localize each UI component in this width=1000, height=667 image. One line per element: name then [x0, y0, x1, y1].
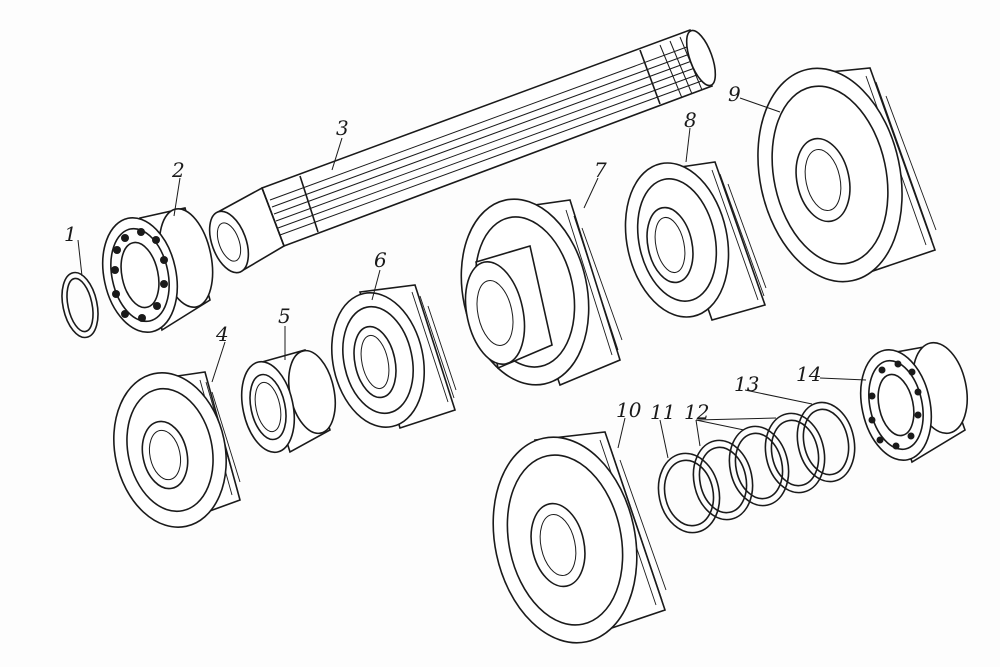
part-13-ring [796, 401, 856, 483]
label-part-1: 1 [64, 222, 77, 246]
part-3-shaft [208, 28, 717, 274]
part-12-rings [692, 412, 826, 521]
part-5-bushing [240, 349, 337, 454]
label-part-12: 12 [684, 400, 710, 424]
label-part-5: 5 [278, 304, 291, 328]
label-part-9: 9 [728, 82, 741, 106]
label-part-7: 7 [594, 158, 607, 182]
label-part-13: 13 [734, 372, 760, 396]
label-part-2: 2 [172, 158, 185, 182]
part-7-gear [460, 198, 623, 387]
label-part-3: 3 [336, 116, 349, 140]
part-14-bearing [859, 341, 968, 464]
leader-lines [77, 97, 867, 459]
part-4-gear [113, 371, 241, 528]
part-8-gear [624, 161, 767, 321]
part-10-gear [492, 431, 667, 644]
label-part-8: 8 [684, 108, 697, 132]
part-2-bearing [101, 207, 214, 334]
part-6-gear [330, 284, 457, 430]
label-part-11: 11 [650, 400, 676, 424]
part-11-ring [657, 452, 721, 534]
part-1-snap-ring [61, 271, 99, 339]
label-part-14: 14 [796, 362, 822, 386]
label-part-4: 4 [216, 322, 229, 346]
part-9-gear [757, 67, 937, 283]
label-part-10: 10 [616, 398, 642, 422]
label-part-6: 6 [374, 248, 387, 272]
